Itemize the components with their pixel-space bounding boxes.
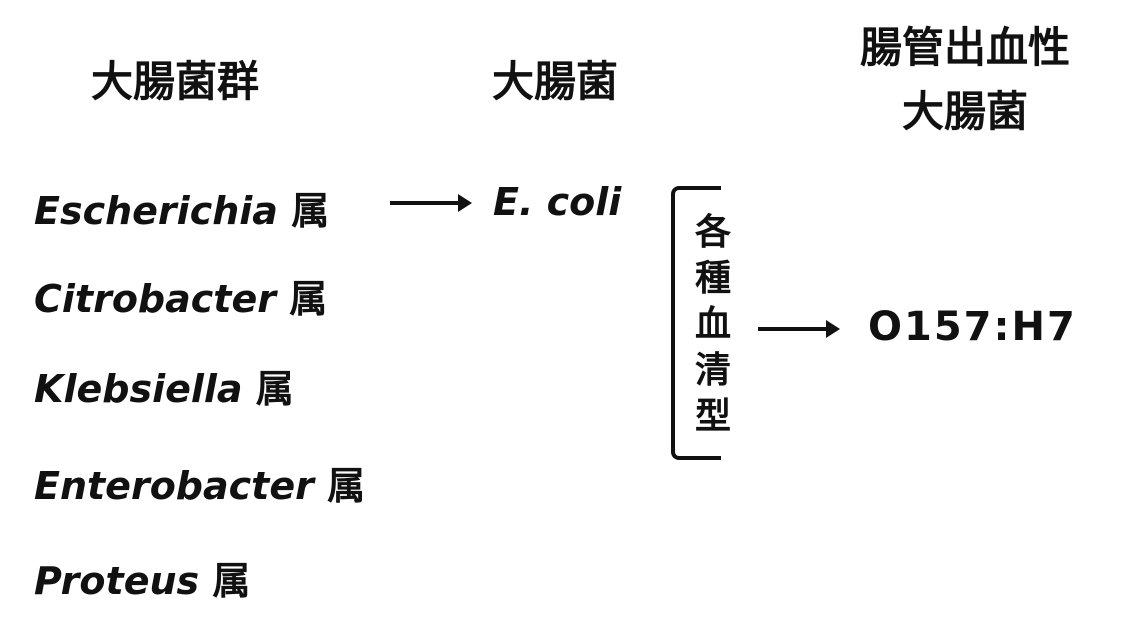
serotypes-label: 各種血清型 — [694, 212, 731, 437]
header-coliform: 大腸菌群 — [90, 57, 259, 106]
genus-enterobacter: Enterobacter 属 — [34, 464, 366, 508]
header-ecoli: 大腸菌 — [491, 57, 618, 106]
header-ehec-line1: 腸管出血性 — [859, 23, 1070, 72]
species-ecoli: E. coli — [493, 180, 622, 224]
arrow-to-strain — [758, 320, 840, 338]
genus-escherichia: Escherichia 属 — [34, 189, 330, 233]
header-ehec-line2: 大腸菌 — [901, 87, 1028, 136]
genus-proteus: Proteus 属 — [34, 559, 251, 603]
genus-klebsiella: Klebsiella 属 — [34, 367, 294, 411]
arrow-to-ecoli — [390, 194, 472, 212]
genus-citrobacter: Citrobacter 属 — [34, 277, 328, 321]
strain-o157h7: O157:H7 — [868, 304, 1077, 350]
serotype-bracket — [671, 186, 721, 460]
